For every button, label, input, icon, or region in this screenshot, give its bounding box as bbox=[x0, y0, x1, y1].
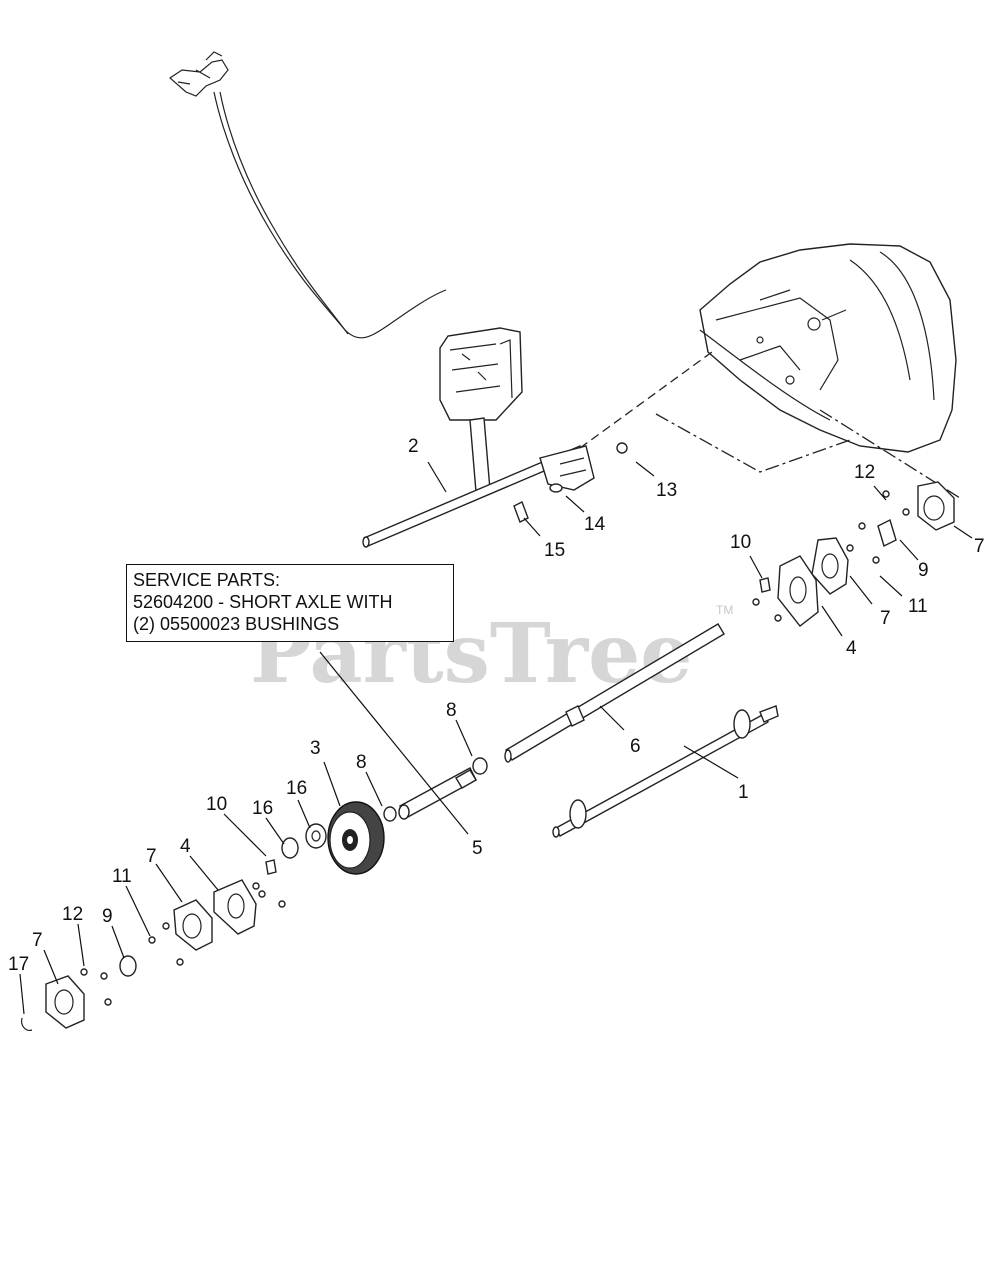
service-parts-heading: SERVICE PARTS: bbox=[133, 570, 281, 590]
callout-11-right: 11 bbox=[908, 596, 928, 617]
callout-7-right-top: 7 bbox=[974, 536, 985, 557]
callout-16-right: 16 bbox=[286, 778, 307, 799]
callout-7-right: 7 bbox=[880, 608, 891, 629]
axle-part-1 bbox=[552, 705, 779, 838]
callout-2: 2 bbox=[408, 436, 419, 457]
gear-part-3 bbox=[327, 801, 385, 875]
right-side-bearing-stack bbox=[752, 481, 955, 627]
callout-12-right: 12 bbox=[854, 462, 875, 483]
callout-10-right: 10 bbox=[730, 532, 751, 553]
callout-10-left: 10 bbox=[206, 794, 227, 815]
callout-12-left: 12 bbox=[62, 904, 83, 925]
callout-9-left: 9 bbox=[102, 906, 113, 927]
callout-4-right: 4 bbox=[846, 638, 857, 659]
callout-leader-lines bbox=[19, 461, 973, 1015]
shift-rod-part-2 bbox=[362, 445, 595, 548]
callout-16-left: 16 bbox=[252, 798, 273, 819]
watermark-trademark: TM bbox=[716, 603, 733, 617]
transmission-housing bbox=[699, 243, 957, 453]
left-side-bearing-stack bbox=[21, 823, 327, 1031]
drive-control-lever-assembly bbox=[169, 51, 447, 339]
hardware-13-14-15 bbox=[513, 442, 628, 523]
callout-17: 17 bbox=[8, 954, 29, 975]
service-parts-note: SERVICE PARTS: 52604200 - SHORT AXLE WIT… bbox=[126, 564, 454, 642]
callout-13: 13 bbox=[656, 480, 677, 501]
callout-15: 15 bbox=[544, 540, 565, 561]
callout-6: 6 bbox=[630, 736, 641, 757]
service-parts-line-2: 52604200 - SHORT AXLE WITH bbox=[133, 592, 393, 612]
callout-7-far-left: 7 bbox=[32, 930, 43, 951]
short-axle-part-5 bbox=[383, 757, 488, 822]
callout-8-upper: 8 bbox=[446, 700, 457, 721]
callout-5: 5 bbox=[472, 838, 483, 859]
service-parts-line-3: (2) 05500023 BUSHINGS bbox=[133, 614, 340, 634]
callout-3: 3 bbox=[310, 738, 321, 759]
alignment-line-rod bbox=[579, 351, 713, 449]
callout-1: 1 bbox=[738, 782, 749, 803]
callout-7-left: 7 bbox=[146, 846, 157, 867]
callout-4-left: 4 bbox=[180, 836, 191, 857]
callout-8-lower: 8 bbox=[356, 752, 367, 773]
callout-14: 14 bbox=[584, 514, 606, 535]
callout-9-right: 9 bbox=[918, 560, 929, 581]
shift-bracket-assembly bbox=[439, 327, 523, 493]
long-axle-part-6 bbox=[504, 623, 725, 763]
callout-11-left: 11 bbox=[112, 866, 132, 887]
